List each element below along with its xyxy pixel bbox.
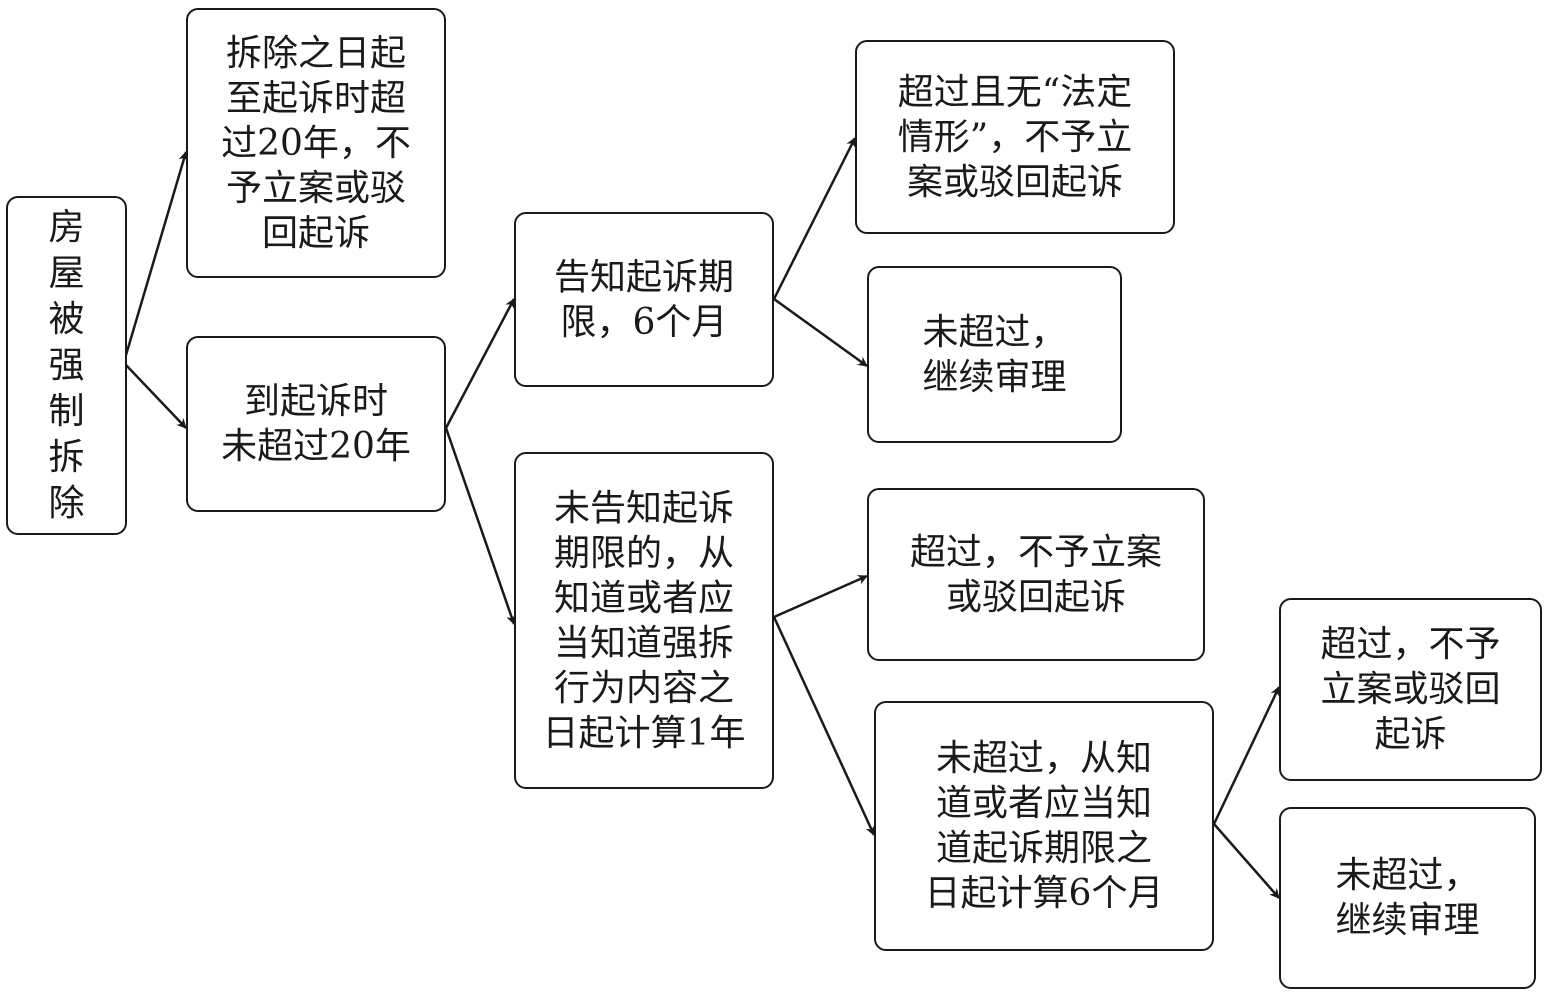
node-informed-exceeded-label: 超过且无“法定 情形”，不予立 案或驳回起诉 [897, 71, 1133, 203]
node-informed-exceeded: 超过且无“法定 情形”，不予立 案或驳回起诉 [855, 40, 1175, 234]
arrow-root-to-over20 [124, 151, 189, 356]
arrow-notinformed-to-notexceeded [772, 616, 876, 836]
arrow-ni-to-final-notexceeded [1213, 823, 1280, 899]
node-over20-label: 拆除之日起 至起诉时超 过20年，不 予立案或驳 回起诉 [221, 32, 411, 254]
node-over20: 拆除之日起 至起诉时超 过20年，不 予立案或驳 回起诉 [186, 8, 446, 278]
arrow-under20-to-informed [444, 298, 516, 429]
node-final-not-exceeded: 未超过， 继续审理 [1279, 807, 1536, 989]
node-root: 房 屋 被 强 制 拆 除 [6, 196, 127, 535]
arrow-under20-to-notinformed [444, 427, 516, 625]
node-final-exceeded: 超过，不予 立案或驳回 起诉 [1279, 598, 1542, 781]
node-informed-not-exceeded-label: 未超过， 继续审理 [922, 311, 1067, 398]
arrow-ni-to-final-exceeded [1212, 686, 1281, 825]
node-final-not-exceeded-label: 未超过， 继续审理 [1335, 855, 1480, 941]
arrow-informed-to-exceeded [772, 137, 857, 300]
node-informed: 告知起诉期 限，6个月 [514, 212, 774, 387]
node-under20-label: 到起诉时 未超过20年 [221, 381, 411, 467]
arrow-root-to-under20 [125, 364, 187, 429]
node-ni-exceeded: 超过，不予立案 或驳回起诉 [867, 488, 1205, 661]
node-informed-not-exceeded: 未超过， 继续审理 [867, 266, 1122, 443]
node-ni-not-exceeded-label: 未超过，从知 道或者应当知 道起诉期限之 日起计算6个月 [924, 738, 1164, 914]
node-under20: 到起诉时 未超过20年 [186, 336, 446, 512]
node-ni-exceeded-label: 超过，不予立案 或驳回起诉 [909, 531, 1162, 618]
node-informed-label: 告知起诉期 限，6个月 [553, 256, 734, 343]
arrow-informed-to-notexceeded [773, 297, 868, 368]
node-not-informed-label: 未告知起诉 期限的，从 知道或者应 当知道强拆 行为内容之 日起计算1年 [542, 487, 746, 754]
node-ni-not-exceeded: 未超过，从知 道或者应当知 道起诉期限之 日起计算6个月 [874, 701, 1214, 951]
node-not-informed: 未告知起诉 期限的，从 知道或者应 当知道强拆 行为内容之 日起计算1年 [514, 452, 774, 789]
node-final-exceeded-label: 超过，不予 立案或驳回 起诉 [1320, 624, 1501, 755]
node-root-label: 房 屋 被 强 制 拆 除 [48, 206, 85, 524]
arrow-notinformed-to-exceeded [773, 574, 868, 619]
